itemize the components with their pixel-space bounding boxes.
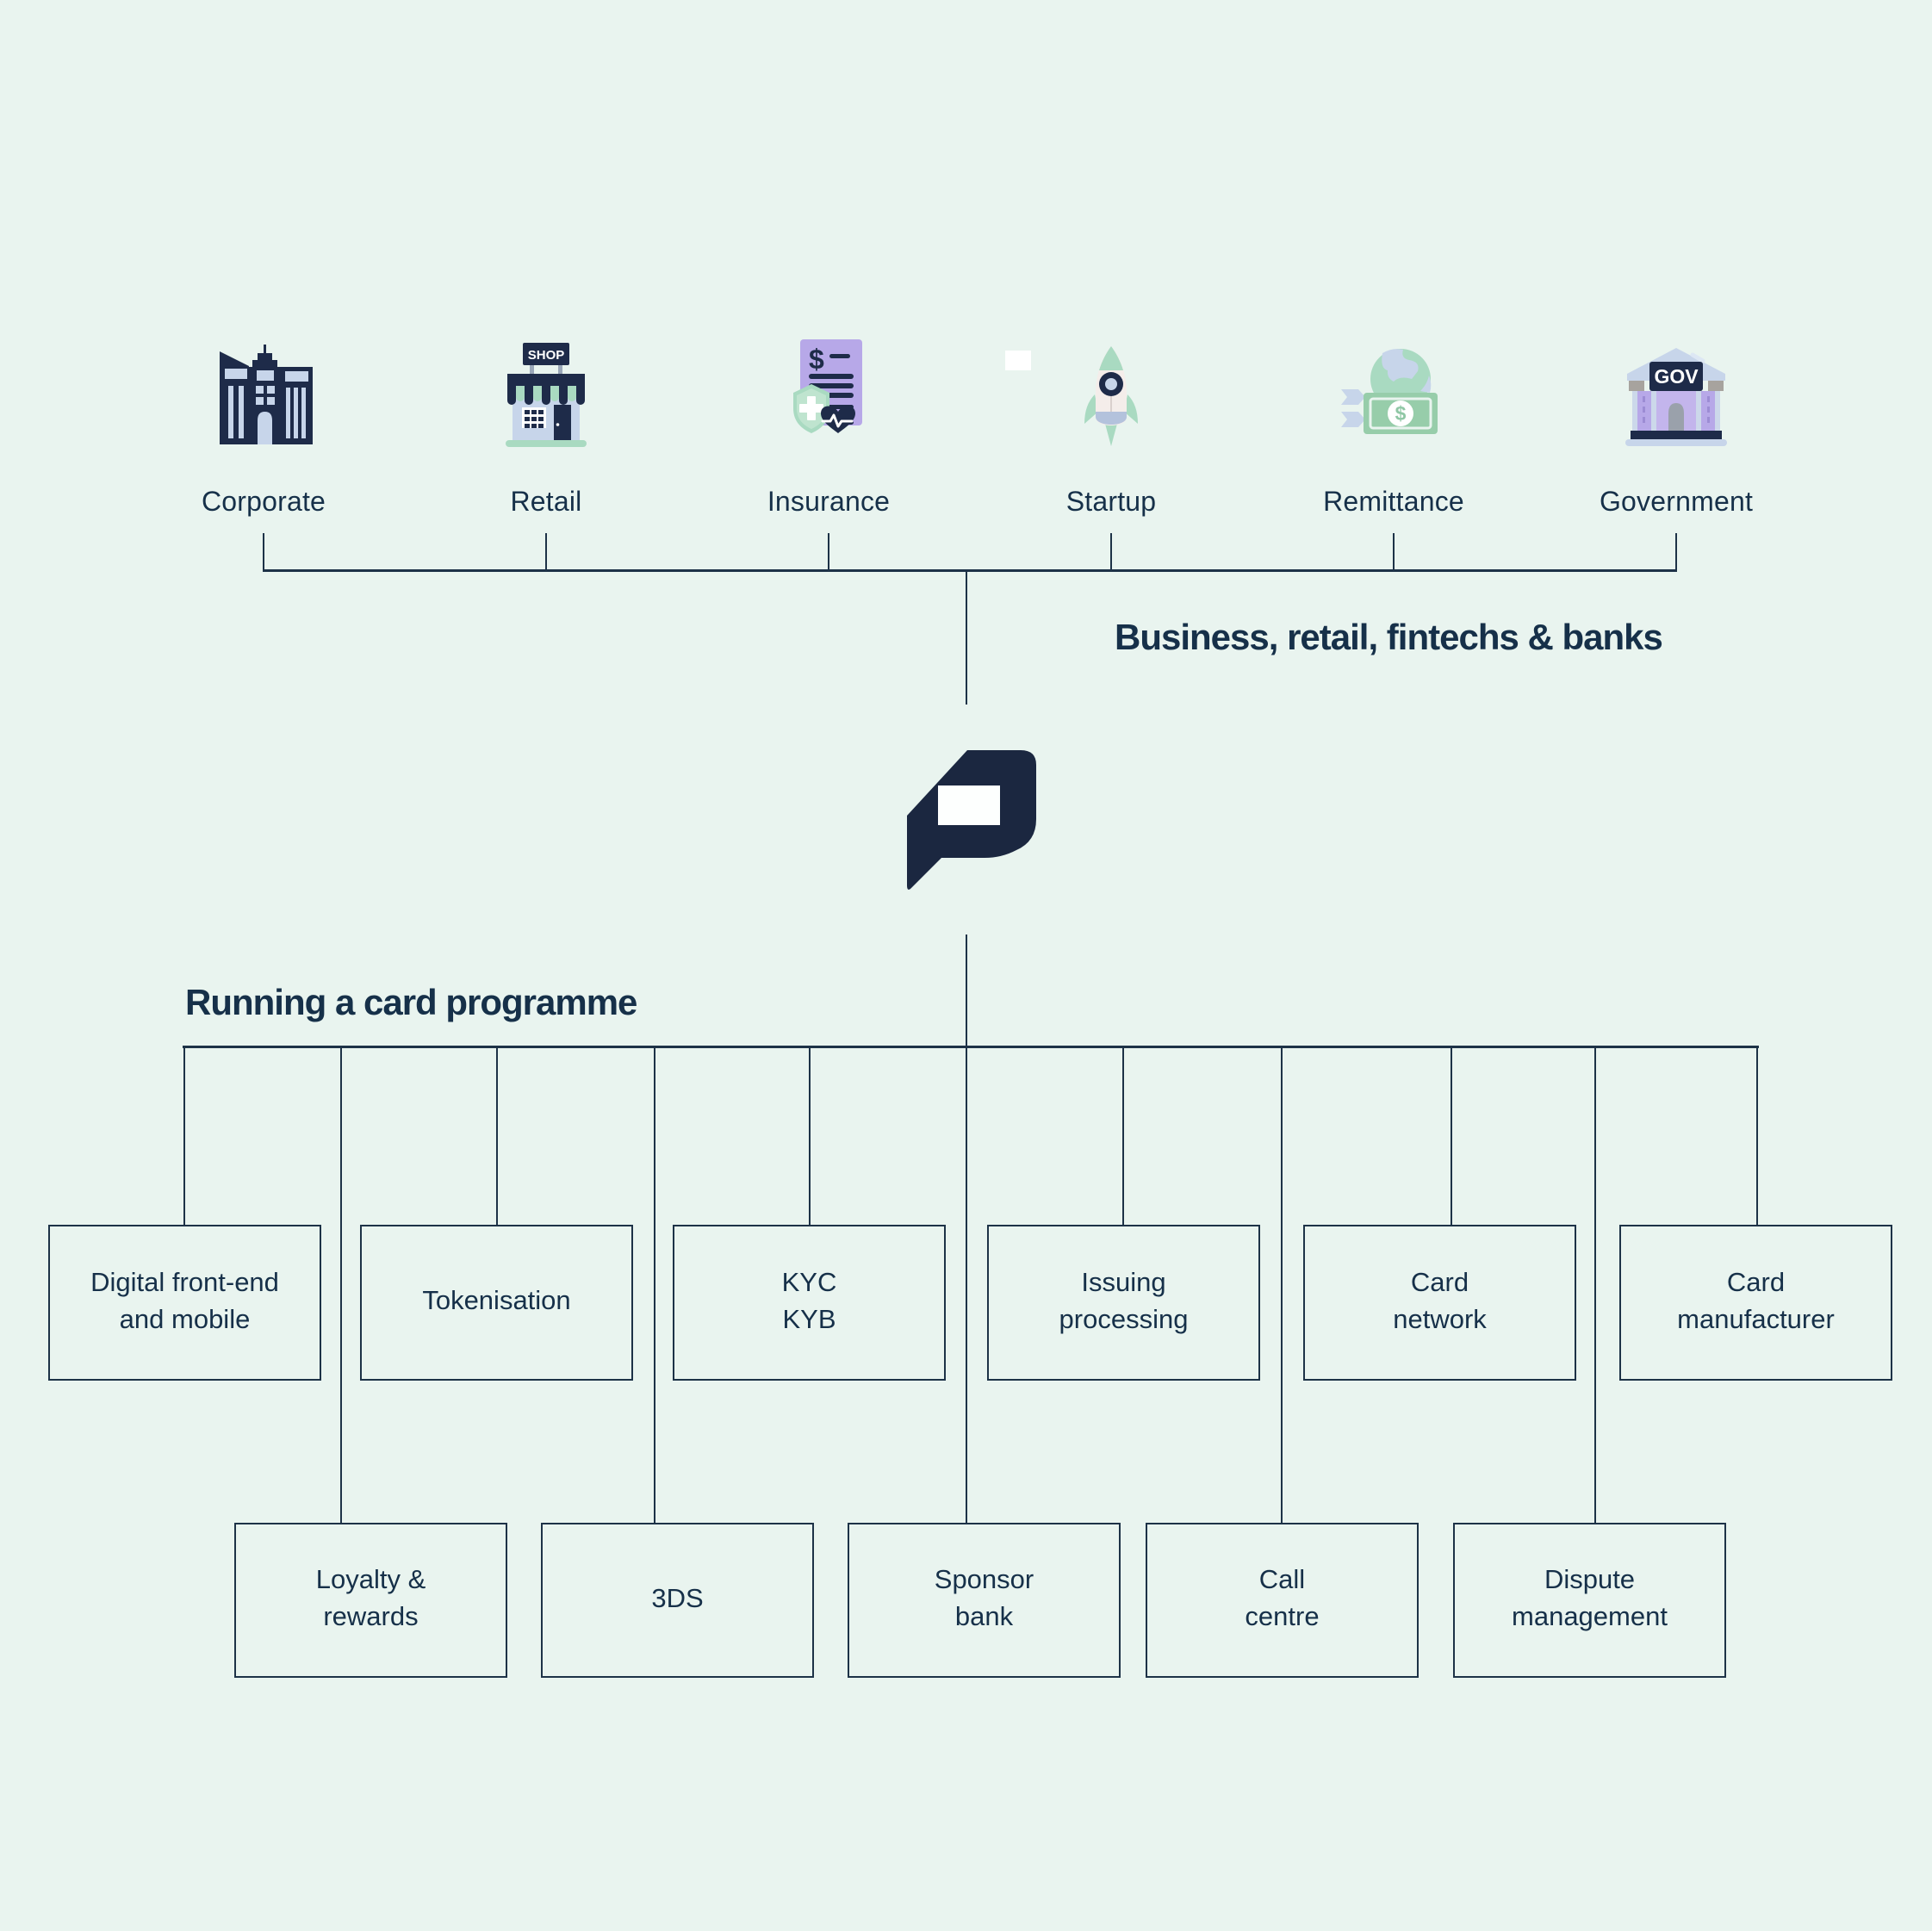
connector-logo-to-bus [966,934,967,1047]
box-line: management [1512,1601,1668,1631]
box-line: 3DS [651,1582,704,1613]
box-line: Card [1410,1266,1469,1297]
box-line: Sponsor [934,1564,1034,1594]
box-line: network [1393,1303,1487,1334]
drop-tokenisation [496,1048,498,1226]
insurance-policy-icon: $ [691,334,966,448]
segment-label-remittance: Remittance [1323,486,1464,517]
drop-issuing-processing [1122,1048,1124,1226]
box-line: Loyalty & [315,1564,426,1594]
connector-stub-insurance [828,533,829,571]
corporate-building-icon [126,334,401,448]
gov-sign-text: GOV [1654,365,1699,388]
retail-shop-icon: SHOP [408,334,684,448]
government-building-icon: GOV [1538,334,1814,448]
drop-kyc-kyb [809,1048,811,1226]
connector-stub-corporate [263,533,264,571]
box-line: KYC [781,1266,837,1297]
segment-label-retail: Retail [510,486,582,517]
connector-stub-startup [1110,533,1112,571]
drop-digital-front-end [183,1048,185,1226]
box-line: Tokenisation [422,1285,571,1315]
segments-caption: Business, retail, fintechs & banks [1115,617,1663,657]
connector-stub-remittance [1393,533,1395,571]
connector-drop-to-logo [966,572,967,705]
paymentology-logo [904,750,1036,895]
programme-title: Running a card programme [185,982,637,1022]
box-line: centre [1245,1601,1320,1631]
segment-retail: SHOP Retail [408,334,684,518]
startup-rocket-icon [973,334,1249,448]
drop-card-network [1451,1048,1452,1226]
box-line: KYB [782,1303,836,1334]
box-line: Call [1258,1564,1306,1594]
remittance-dollar-text: $ [1395,402,1407,425]
box-card-manufacturer: Card manufacturer [1619,1225,1892,1381]
connector-stub-retail [545,533,547,571]
box-line: manufacturer [1677,1303,1835,1334]
drop-sponsor-bank [966,1048,967,1524]
connector-bus-bottom [183,1046,1759,1048]
drop-loyalty-rewards [340,1048,342,1524]
insurance-dollar-text: $ [809,344,824,375]
drop-call-centre [1281,1048,1283,1524]
box-digital-front-end-and-mobile: Digital front-end and mobile [48,1225,321,1381]
remittance-money-icon: $ [1256,334,1531,448]
drop-dispute-management [1594,1048,1596,1524]
segment-label-insurance: Insurance [767,486,891,517]
box-line: Dispute [1544,1564,1636,1594]
box-line: and mobile [119,1303,251,1334]
segment-startup: Startup [973,334,1249,518]
box-line: rewards [323,1601,419,1631]
box-loyalty-rewards: Loyalty & rewards [234,1523,507,1678]
box-issuing-processing: Issuing processing [987,1225,1260,1381]
box-line: processing [1059,1303,1189,1334]
box-line: Card [1726,1266,1786,1297]
box-kyc-kyb: KYC KYB [673,1225,946,1381]
white-square-artifact [1005,351,1031,370]
shop-sign-text: SHOP [528,348,565,363]
segment-government: GOV Government [1538,334,1814,518]
box-sponsor-bank: Sponsor bank [848,1523,1121,1678]
segment-remittance: $ Remittance [1256,334,1531,518]
box-3ds: 3DS [541,1523,814,1678]
box-line: Digital front-end [90,1266,279,1297]
segment-label-startup: Startup [1065,486,1157,517]
drop-card-manufacturer [1756,1048,1758,1226]
box-card-network: Card network [1303,1225,1576,1381]
box-tokenisation: Tokenisation [360,1225,633,1381]
box-dispute-management: Dispute management [1453,1523,1726,1678]
box-line: bank [954,1601,1014,1631]
box-call-centre: Call centre [1146,1523,1419,1678]
connector-bus-top [263,569,1677,572]
segment-insurance: $ Insurance [691,334,966,518]
segment-label-government: Government [1599,486,1754,517]
connector-stub-government [1675,533,1677,571]
segment-label-corporate: Corporate [201,486,326,517]
segment-corporate: Corporate [126,334,401,518]
drop-3ds [654,1048,655,1524]
box-line: Issuing [1081,1266,1166,1297]
